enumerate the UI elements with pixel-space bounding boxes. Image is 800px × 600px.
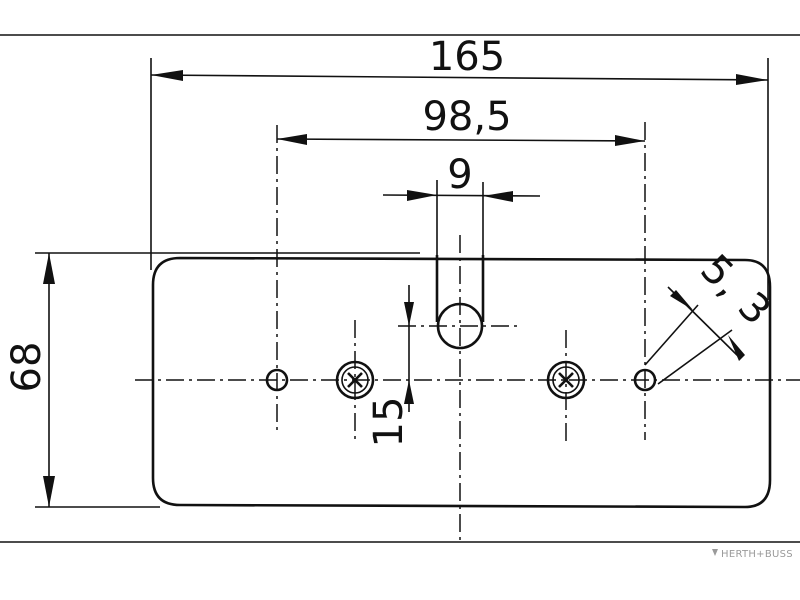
arrow-165-left xyxy=(151,70,183,81)
dimension-label-slot-width: 9 xyxy=(447,152,472,198)
arrow-9-right xyxy=(483,191,513,202)
arrow-9-left xyxy=(407,190,437,201)
arrow-68-top xyxy=(43,253,55,284)
dimension-label-height: 68 xyxy=(4,342,50,393)
arrow-165-right xyxy=(736,74,768,85)
right-mounting-hole xyxy=(633,368,657,392)
arrow-68-bottom xyxy=(43,476,55,507)
dimension-label-hole-spacing: 98,5 xyxy=(422,94,511,140)
arrow-15-top xyxy=(404,302,414,326)
left-mounting-hole xyxy=(265,368,289,392)
brand-watermark: HERTH+BUSS xyxy=(721,549,793,560)
arrow-hole-top xyxy=(670,290,693,310)
arrow-15-bottom xyxy=(404,380,414,404)
lamp-housing-outline xyxy=(151,256,772,509)
right-screw-icon xyxy=(546,360,586,400)
dimension-label-offset: 15 xyxy=(366,397,412,448)
dimension-label-overall-width: 165 xyxy=(429,34,505,80)
arrow-98-left xyxy=(277,134,307,145)
left-screw-icon xyxy=(335,360,375,400)
dimension-line-165 xyxy=(150,74,769,81)
dimension-leader-top xyxy=(644,304,699,366)
herth-buss-logo: HERTH+BUSS xyxy=(712,549,793,560)
dimension-label-hole-diameter-a: 5, xyxy=(691,246,751,306)
slot-hole xyxy=(436,302,484,350)
arrow-98-right xyxy=(615,135,645,146)
dimension-label-hole-diameter-b: 3 xyxy=(729,284,780,335)
logo-mark-icon xyxy=(712,549,718,556)
arrow-hole-bottom xyxy=(728,335,745,361)
dimension-line-98 xyxy=(276,138,646,142)
